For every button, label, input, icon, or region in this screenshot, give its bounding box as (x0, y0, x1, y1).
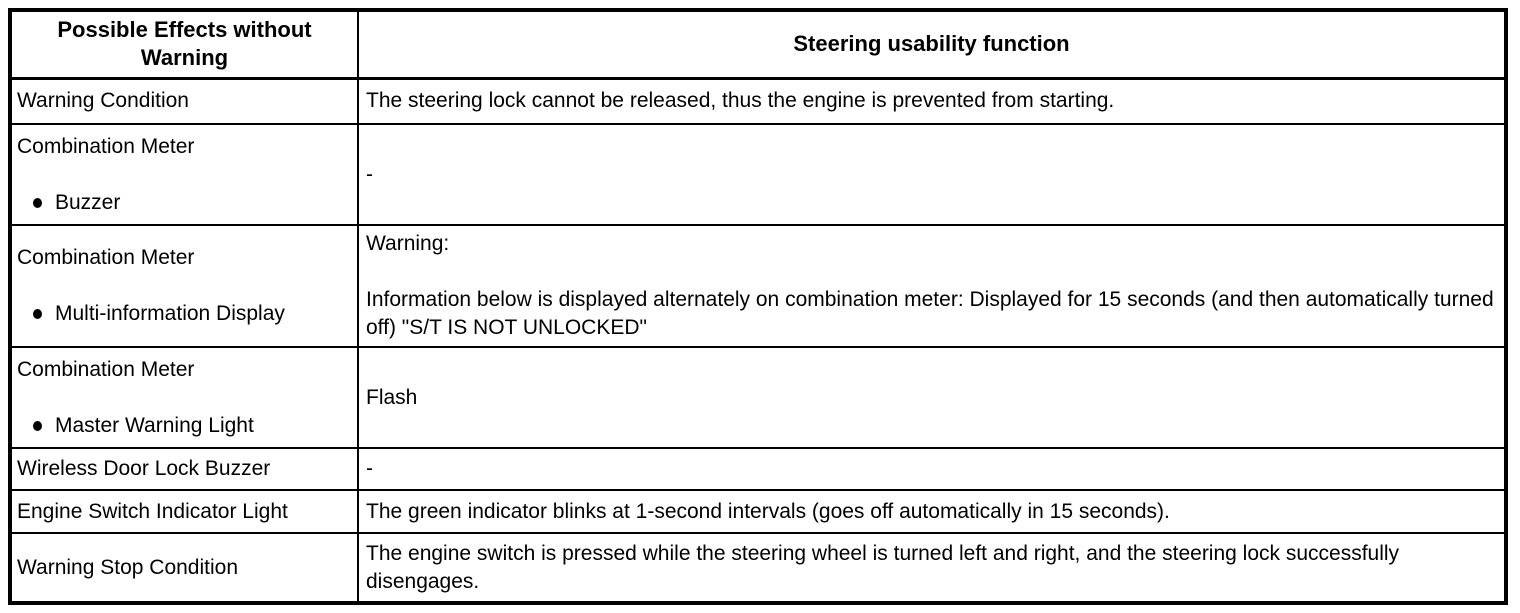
row-label: Wireless Door Lock Buzzer (17, 457, 271, 480)
spacer (17, 272, 353, 300)
row-label-cell: Combination Meter Buzzer (9, 123, 359, 226)
row-value: Information below is displayed alternate… (366, 288, 1494, 339)
row-label-cell: Engine Switch Indicator Light (9, 489, 359, 534)
table-row-wireless-door-lock-buzzer: Wireless Door Lock Buzzer - (9, 447, 1507, 491)
bullet-icon (33, 420, 42, 431)
row-value: The engine switch is pressed while the s… (366, 541, 1400, 593)
spacer (17, 161, 353, 189)
row-label: Engine Switch Indicator Light (17, 499, 288, 523)
bullet-icon (33, 309, 42, 319)
row-label-cell: Warning Condition (9, 77, 359, 125)
row-value: The green indicator blinks at 1-second i… (366, 499, 1170, 523)
row-value: - (366, 457, 373, 480)
table-row-warning-stop-condition: Warning Stop Condition The engine switch… (9, 532, 1507, 604)
row-value-cell: The green indicator blinks at 1-second i… (357, 489, 1507, 534)
row-label-cell: Warning Stop Condition (9, 532, 359, 604)
row-value-cell: Warning: Information below is displayed … (357, 224, 1507, 348)
row-value-cell: Flash (357, 346, 1507, 449)
table-row-engine-switch-indicator-light: Engine Switch Indicator Light The green … (9, 489, 1507, 534)
row-value: The steering lock cannot be released, th… (366, 89, 1115, 113)
row-value-heading: Warning: (366, 232, 450, 255)
column-header-possible-effects: Possible Effects without Warning (9, 9, 359, 80)
row-value: - (366, 162, 373, 186)
row-label: Warning Condition (17, 89, 189, 113)
row-value-cell: The engine switch is pressed while the s… (357, 532, 1507, 604)
row-value-cell: - (357, 447, 1507, 491)
row-label: Warning Stop Condition (17, 555, 239, 579)
table-row-buzzer: Combination Meter Buzzer - (9, 123, 1507, 226)
spacer (366, 258, 1496, 286)
bullet-label: Master Warning Light (55, 413, 254, 437)
table-row-multi-information-display: Combination Meter Multi-information Disp… (9, 224, 1507, 348)
table-row-master-warning-light: Combination Meter Master Warning Light F… (9, 346, 1507, 449)
column-header-steering-usability: Steering usability function (357, 9, 1507, 80)
row-label: Combination Meter (17, 134, 195, 158)
row-label-cell: Wireless Door Lock Buzzer (9, 447, 359, 491)
header-row: Possible Effects without Warning Steerin… (9, 9, 1507, 80)
row-label: Combination Meter (17, 246, 195, 269)
row-value-cell: The steering lock cannot be released, th… (357, 77, 1507, 125)
table-row-warning-condition: Warning Condition The steering lock cann… (9, 77, 1507, 125)
row-label-cell: Combination Meter Multi-information Disp… (9, 224, 359, 348)
bullet-item: Buzzer (17, 189, 353, 217)
bullet-label: Buzzer (55, 190, 121, 214)
warning-effects-table: Possible Effects without Warning Steerin… (8, 8, 1508, 605)
bullet-item: Multi-information Display (17, 300, 353, 328)
bullet-icon (33, 197, 42, 208)
row-value-cell: - (357, 123, 1507, 226)
bullet-item: Master Warning Light (17, 412, 353, 440)
row-value: Flash (366, 385, 418, 409)
spacer (17, 384, 353, 412)
row-label-cell: Combination Meter Master Warning Light (9, 346, 359, 449)
row-label: Combination Meter (17, 357, 195, 381)
bullet-label: Multi-information Display (55, 302, 285, 325)
